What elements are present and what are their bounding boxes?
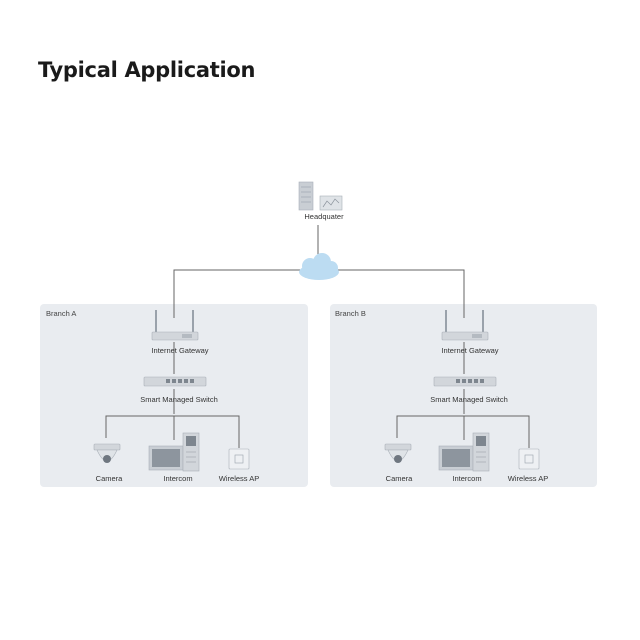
camera-icon	[93, 443, 121, 463]
wireless-ap-label-b: Wireless AP	[508, 474, 548, 483]
headquarter-label: Headquater	[304, 212, 344, 221]
server-icon	[298, 181, 314, 211]
gateway-label-b: Internet Gateway	[441, 346, 498, 355]
branch-a-label: Branch A	[46, 309, 76, 318]
gateway-label-a: Internet Gateway	[151, 346, 208, 355]
connection-lines	[105, 225, 530, 448]
intercom-label-a: Intercom	[163, 474, 192, 483]
camera-label-b: Camera	[386, 474, 414, 483]
switch-icon	[143, 376, 207, 387]
wireless-ap-icon	[518, 448, 540, 470]
switch-label-a: Smart Managed Switch	[140, 395, 218, 404]
intercom-icon	[438, 432, 490, 472]
router-icon	[151, 310, 199, 341]
router-icon	[441, 310, 489, 341]
page-title: Typical Application	[38, 58, 256, 82]
camera-label-a: Camera	[96, 474, 124, 483]
switch-icon	[433, 376, 497, 387]
monitor-icon	[319, 195, 343, 211]
intercom-icon	[148, 432, 200, 472]
wireless-ap-icon	[228, 448, 250, 470]
intercom-label-b: Intercom	[452, 474, 481, 483]
wireless-ap-label-a: Wireless AP	[219, 474, 259, 483]
branch-b-label: Branch B	[335, 309, 366, 318]
camera-icon	[384, 443, 412, 463]
cloud-icon	[299, 253, 339, 280]
switch-label-b: Smart Managed Switch	[430, 395, 508, 404]
